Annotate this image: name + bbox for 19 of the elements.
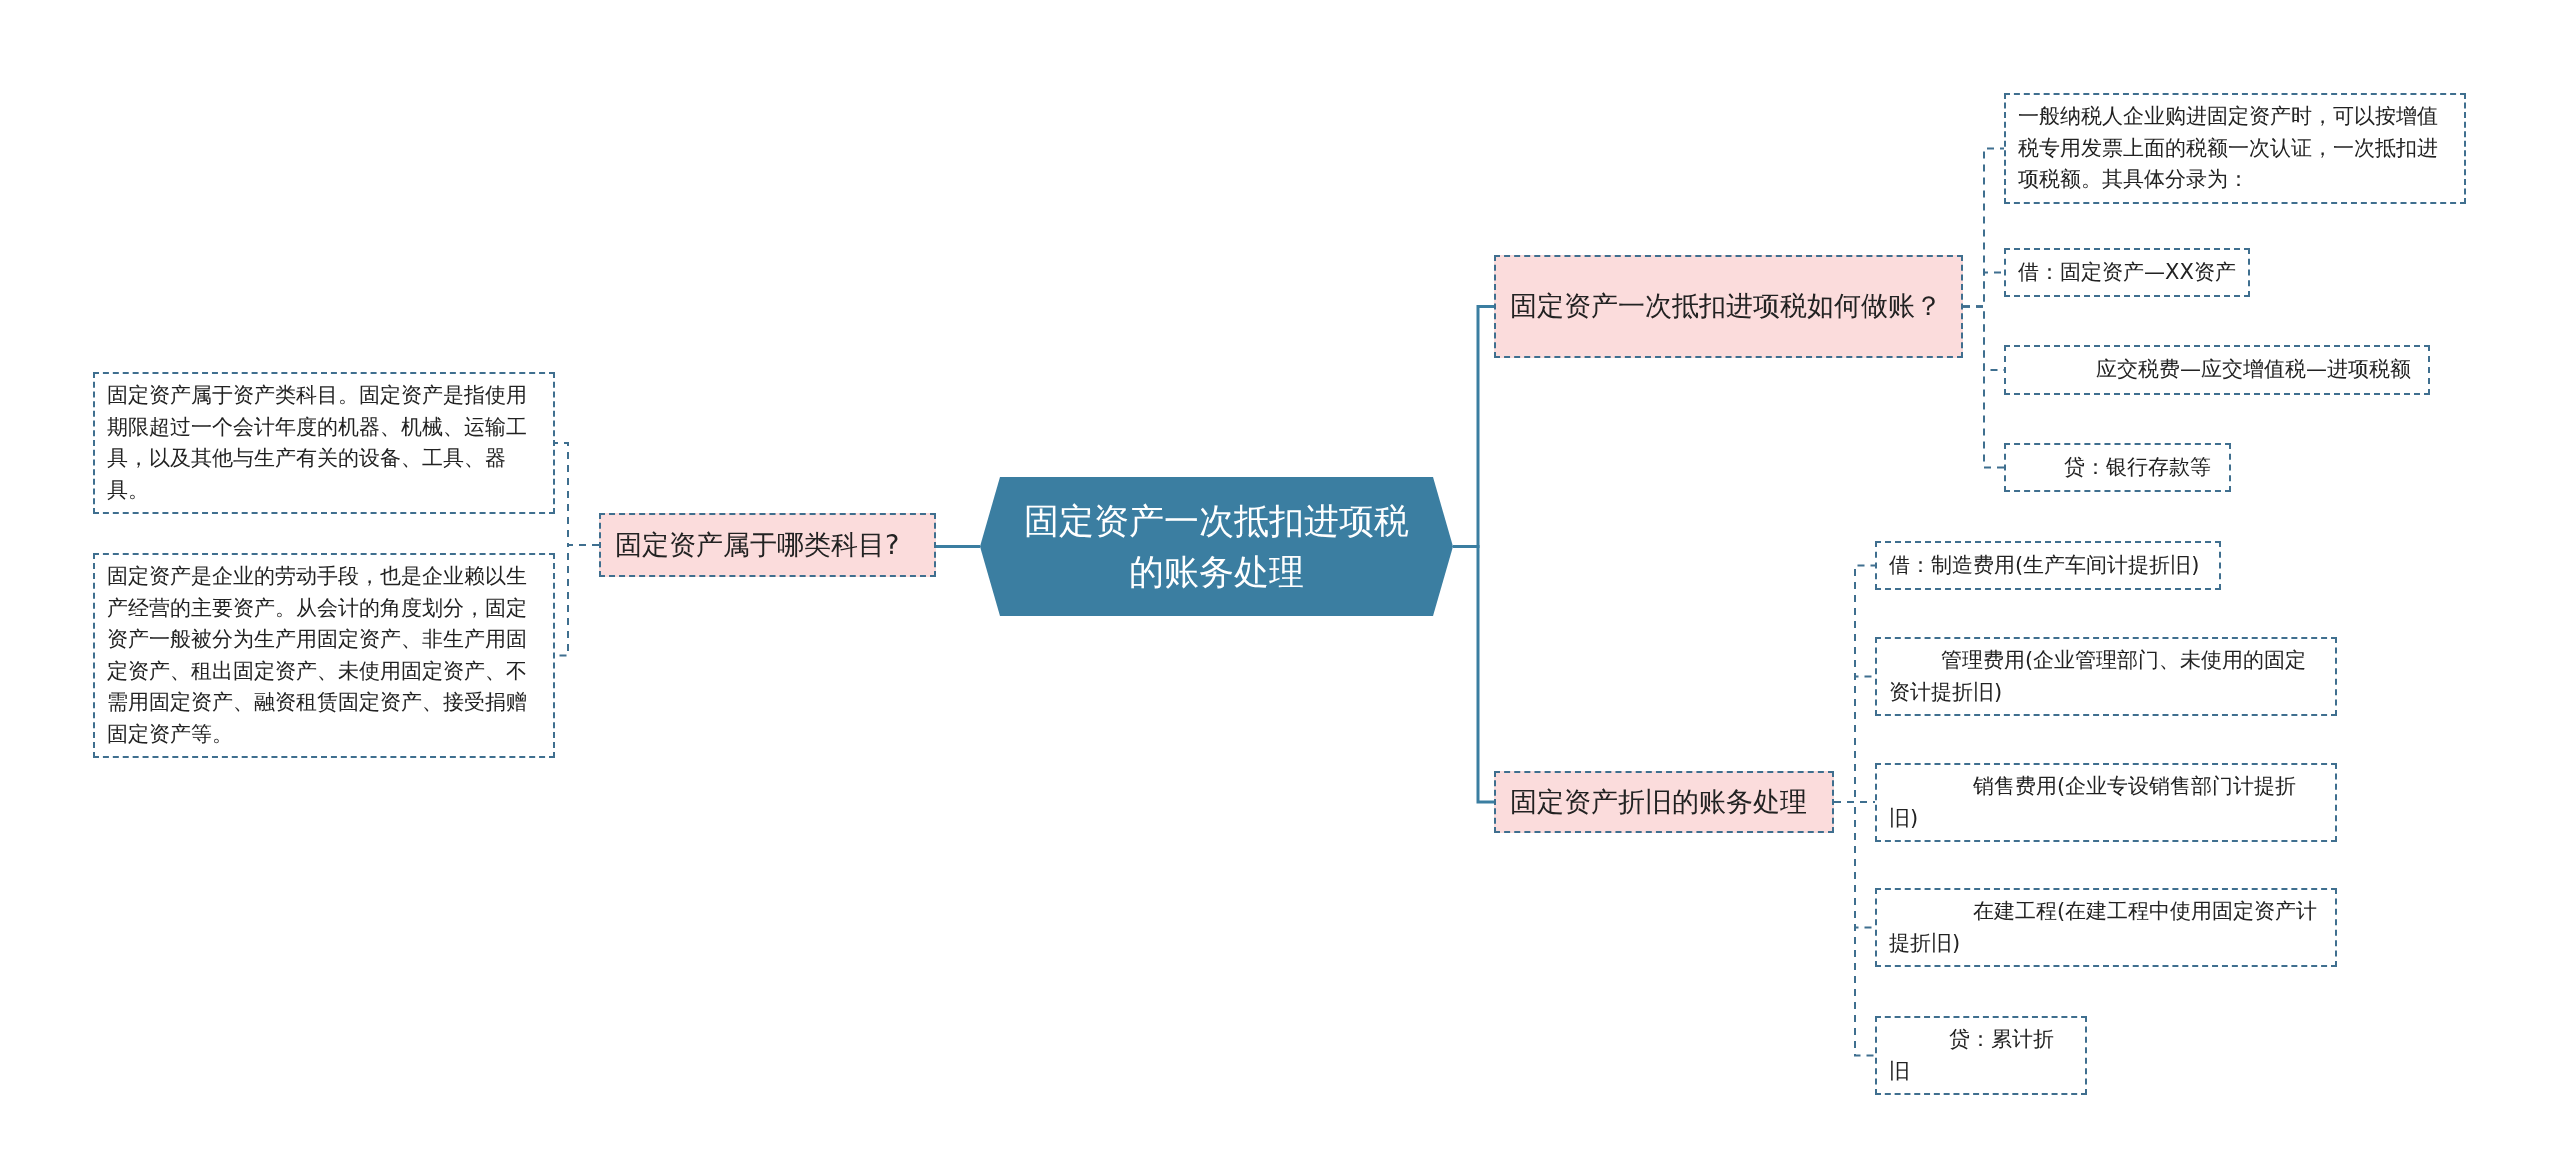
note-box: 贷：累计折旧: [1875, 1016, 2087, 1095]
topic-box: 固定资产折旧的账务处理: [1494, 771, 1834, 833]
connector-line: [936, 545, 980, 548]
topic-box: 固定资产属于哪类科目?: [599, 513, 936, 577]
connector-line: [1962, 305, 2005, 469]
connector-line: [1453, 545, 1494, 804]
note-box: 销售费用(企业专设销售部门计提折旧): [1875, 763, 2337, 842]
note-box: 固定资产是企业的劳动手段，也是企业赖以生产经营的主要资产。从会计的角度划分，固定资产一般被分为生产用固定资产、非生产用固定资产、租出固定资产、未使用固定资产、不需用固定资产、融资租赁固定资产、接受捐赠固定资产等。: [93, 553, 555, 758]
note-box: 借：制造费用(生产车间计提折旧): [1875, 541, 2221, 590]
note-box: 应交税费—应交增值税—进项税额: [2004, 345, 2430, 395]
topic-box: 固定资产一次抵扣进项税如何做账？: [1494, 255, 1963, 358]
note-box: 贷：银行存款等: [2004, 443, 2231, 492]
connector-line: [1833, 801, 1876, 1057]
note-box: 一般纳税人企业购进固定资产时，可以按增值税专用发票上面的税额一次认证，一次抵扣进项税额。其具体分录为：: [2004, 93, 2466, 204]
note-box: 在建工程(在建工程中使用固定资产计提折旧): [1875, 888, 2337, 967]
note-box: 管理费用(企业管理部门、未使用的固定资计提折旧): [1875, 637, 2337, 716]
note-box: 固定资产属于资产类科目。固定资产是指使用期限超过一个会计年度的机器、机械、运输工具，以及其他与生产有关的设备、工具、器具。: [93, 372, 555, 514]
central-topic-hexagon: 固定资产一次抵扣进项税的账务处理: [980, 477, 1453, 616]
note-box: 借：固定资产—XX资产: [2004, 248, 2250, 297]
